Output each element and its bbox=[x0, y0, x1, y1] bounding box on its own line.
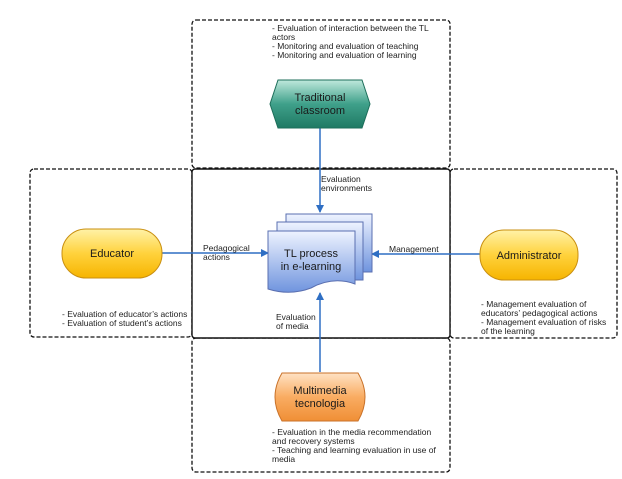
svg-text:Educator: Educator bbox=[90, 248, 134, 260]
node-multimedia-tecnologia: Multimedia tecnologia bbox=[274, 372, 366, 422]
node-administrator: Administrator bbox=[479, 229, 579, 281]
svg-text:actions: actions bbox=[203, 252, 230, 262]
svg-text:actors: actors bbox=[272, 32, 295, 42]
right-notes: - Management evaluation of educators’ pe… bbox=[481, 299, 606, 336]
svg-text:- Evaluation of student’s acti: - Evaluation of student’s actions bbox=[62, 318, 182, 328]
node-educator: Educator bbox=[61, 228, 163, 279]
svg-text:classroom: classroom bbox=[295, 105, 345, 117]
svg-text:of media: of media bbox=[276, 321, 309, 331]
node-tl-process: TL process in e-learning bbox=[267, 213, 373, 293]
svg-text:environments: environments bbox=[321, 183, 372, 193]
bottom-notes: - Evaluation in the media recommendation… bbox=[272, 427, 436, 464]
edge-label-top: Evaluation bbox=[321, 174, 361, 184]
top-notes: - Evaluation of interaction between the … bbox=[272, 23, 429, 60]
node-traditional-classroom: Traditional classroom bbox=[269, 79, 371, 129]
svg-text:tecnologia: tecnologia bbox=[295, 398, 346, 410]
svg-text:- Evaluation in the media reco: - Evaluation in the media recommendation bbox=[272, 427, 431, 437]
svg-text:educators’ pedagogical actions: educators’ pedagogical actions bbox=[481, 308, 597, 318]
svg-text:in e-learning: in e-learning bbox=[281, 261, 342, 273]
svg-text:TL process: TL process bbox=[284, 248, 339, 260]
svg-text:- Management evaluation of: - Management evaluation of bbox=[481, 299, 587, 309]
svg-text:of the learning: of the learning bbox=[481, 326, 535, 336]
svg-text:- Management evaluation of ris: - Management evaluation of risks bbox=[481, 317, 606, 327]
svg-text:Multimedia: Multimedia bbox=[293, 385, 347, 397]
svg-text:- Monitoring and evaluation of: - Monitoring and evaluation of learning bbox=[272, 50, 417, 60]
svg-text:Administrator: Administrator bbox=[497, 250, 562, 262]
edge-label-left: Pedagogical bbox=[203, 243, 250, 253]
svg-text:- Teaching and learning evalua: - Teaching and learning evaluation in us… bbox=[272, 445, 436, 455]
svg-text:- Evaluation of educator’s act: - Evaluation of educator’s actions bbox=[62, 309, 187, 319]
svg-text:- Evaluation of interaction be: - Evaluation of interaction between the … bbox=[272, 23, 429, 33]
edge-label-bottom: Evaluation bbox=[276, 312, 316, 322]
svg-text:- Monitoring and evaluation of: - Monitoring and evaluation of teaching bbox=[272, 41, 419, 51]
svg-text:media: media bbox=[272, 454, 295, 464]
left-notes: - Evaluation of educator’s actions - Eva… bbox=[62, 309, 187, 328]
edge-label-right: Management bbox=[389, 244, 439, 254]
svg-text:and recovery systems: and recovery systems bbox=[272, 436, 355, 446]
svg-text:Traditional: Traditional bbox=[295, 92, 346, 104]
